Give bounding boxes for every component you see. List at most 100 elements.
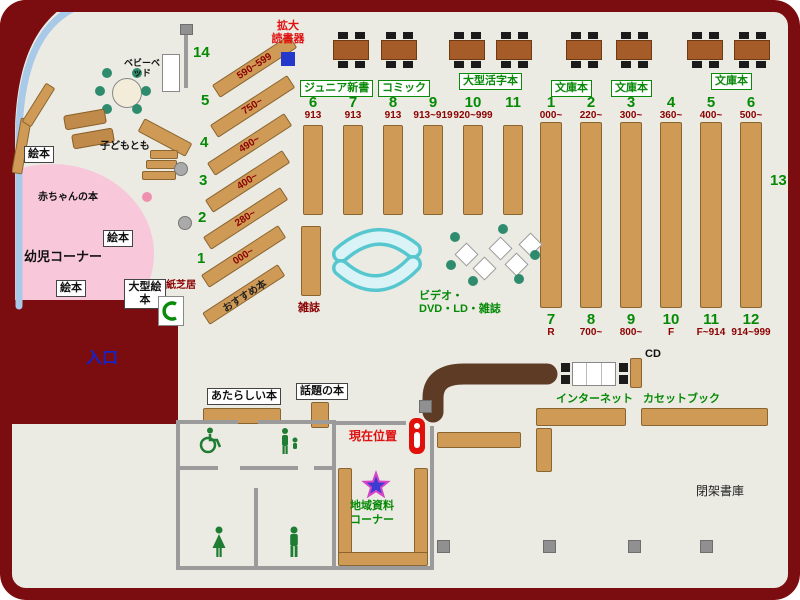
shelf-range: R bbox=[547, 327, 555, 338]
label-zasshi: 雑誌 bbox=[298, 302, 320, 314]
baby-care-icon bbox=[278, 427, 302, 460]
chair bbox=[498, 224, 508, 234]
label-kamishibai: 紙芝居 bbox=[166, 280, 196, 291]
shelf-number: 10 bbox=[464, 94, 482, 111]
label-video-line1: ビデオ・ bbox=[419, 290, 463, 302]
wall bbox=[336, 421, 406, 425]
pillar-round bbox=[178, 216, 192, 230]
entrance-wall-block bbox=[0, 300, 178, 424]
topical-books-shelf bbox=[311, 402, 329, 428]
shelf-number: 6 bbox=[308, 94, 318, 111]
shelf-range: 913 bbox=[304, 110, 322, 121]
chair bbox=[561, 363, 570, 372]
label-current-location: 現在位置 bbox=[349, 429, 398, 443]
shelf-range: 400~ bbox=[699, 110, 723, 121]
shelf-range: F bbox=[667, 327, 675, 338]
shelf-range: 913~919 bbox=[413, 110, 453, 121]
magazine-shelf bbox=[301, 226, 321, 296]
pillar bbox=[628, 540, 641, 553]
bookshelf-column bbox=[700, 122, 722, 308]
wall bbox=[430, 426, 434, 568]
label-bunko: 文庫本 bbox=[551, 80, 592, 98]
bookshelf-column bbox=[540, 122, 562, 308]
shelf-number: 1 bbox=[546, 94, 556, 111]
shelf-number: 4 bbox=[666, 94, 676, 111]
kids-step bbox=[146, 160, 177, 169]
chair bbox=[468, 276, 478, 286]
label-video: ビデオ・ DVD・LD・雑誌 bbox=[419, 290, 514, 316]
shelf-number: 4 bbox=[200, 134, 209, 151]
bookshelf-column bbox=[423, 125, 443, 215]
label-ehon: 絵本 bbox=[56, 280, 86, 298]
reading-table bbox=[566, 32, 602, 68]
label-kakudai: 拡大 読書器 bbox=[256, 20, 320, 46]
chair bbox=[102, 104, 112, 114]
chair bbox=[561, 375, 570, 384]
wall bbox=[176, 566, 336, 570]
baby-bed bbox=[162, 54, 180, 92]
shelf-number: 1 bbox=[197, 250, 206, 267]
wheelchair-icon bbox=[197, 426, 223, 459]
chair bbox=[619, 363, 628, 372]
shelf-number: 5 bbox=[706, 94, 716, 111]
stool-pink bbox=[142, 192, 152, 202]
current-location-marker bbox=[409, 418, 425, 454]
local-materials-shelf bbox=[338, 552, 428, 566]
magazine-bench-lower-fill bbox=[335, 258, 419, 289]
chair bbox=[450, 232, 460, 242]
label-chiiki-corner: 地域資料 コーナー bbox=[340, 500, 404, 528]
green-c-icon bbox=[162, 301, 177, 321]
label-youji-corner: 幼児コーナー bbox=[24, 249, 103, 264]
label-ehon: 絵本 bbox=[103, 230, 133, 248]
shelf-range: 913 bbox=[384, 110, 402, 121]
reading-table bbox=[616, 32, 652, 68]
shelf-number: 7 bbox=[546, 311, 556, 328]
shelf-range: 700~ bbox=[579, 327, 603, 338]
shelf-range: F~914 bbox=[696, 327, 726, 338]
shelf-range: 914~999 bbox=[731, 327, 771, 338]
kids-pink-area bbox=[0, 164, 154, 344]
local-materials-shelf bbox=[414, 468, 428, 556]
kids-step bbox=[142, 171, 176, 180]
curved-wall-fill bbox=[0, 0, 74, 314]
shelf bbox=[536, 428, 552, 472]
shelf-number: 3 bbox=[199, 172, 208, 189]
label-bunko: 文庫本 bbox=[711, 73, 752, 91]
shelf-number: 11 bbox=[505, 94, 521, 111]
chair bbox=[514, 274, 524, 284]
bookshelf-column bbox=[660, 122, 682, 308]
mens-toilet-icon bbox=[285, 526, 303, 563]
label-cd: CD bbox=[645, 348, 661, 360]
bookshelf-column bbox=[503, 125, 523, 215]
shelf-number: 3 bbox=[626, 94, 636, 111]
label-comic: コミック bbox=[378, 80, 430, 98]
wall bbox=[176, 420, 180, 570]
shelf-number: 6 bbox=[746, 94, 756, 111]
magazine-bench-upper-fill bbox=[335, 231, 419, 260]
shelf-number: 12 bbox=[742, 311, 760, 328]
reading-table bbox=[449, 32, 485, 68]
chair bbox=[102, 68, 112, 78]
shelf-range: 000~ bbox=[539, 110, 563, 121]
label-kakudai-line2: 読書器 bbox=[271, 33, 305, 46]
womens-toilet-icon bbox=[209, 526, 229, 563]
shelf-number: 9 bbox=[626, 311, 636, 328]
bookshelf-column bbox=[580, 122, 602, 308]
shelf-number: 14 bbox=[193, 44, 210, 61]
label-atarashii: あたらしい本 bbox=[207, 388, 281, 406]
shelf-range: 500~ bbox=[739, 110, 763, 121]
